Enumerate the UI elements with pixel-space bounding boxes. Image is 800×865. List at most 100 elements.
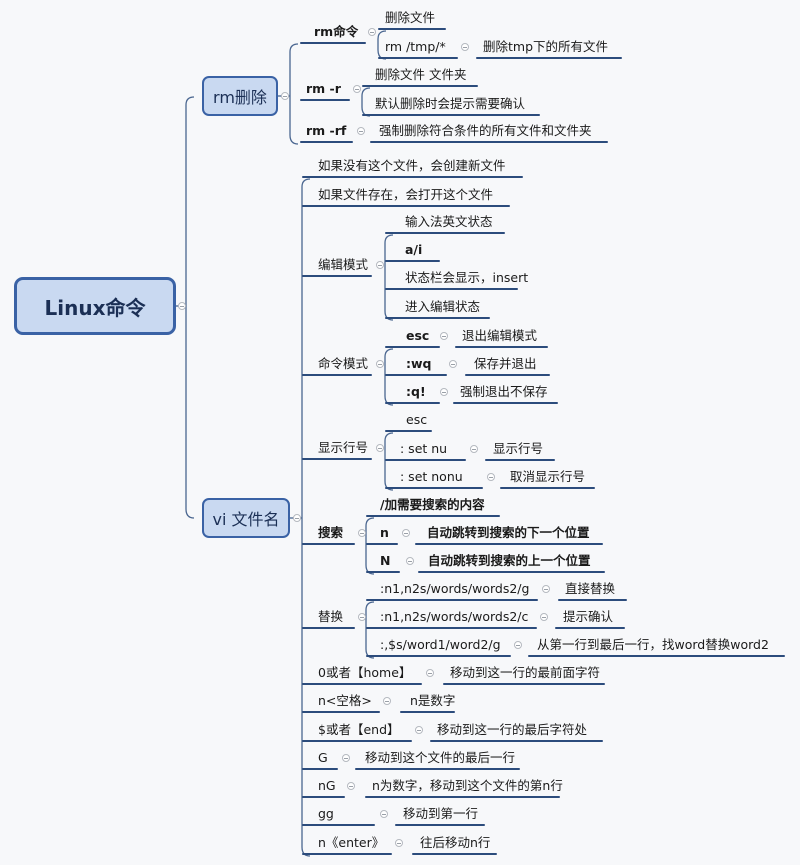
node-vi-lineno-nu-desc[interactable]: 显示行号 <box>493 441 544 456</box>
node-vi-end-desc[interactable]: 移动到这一行的最后字符处 <box>437 722 588 737</box>
node-underline <box>302 853 392 855</box>
node-vi-lineno-esc[interactable]: esc <box>406 412 428 427</box>
node-vi-enter-desc[interactable]: 往后移动n行 <box>420 835 491 850</box>
node-vi-replace-c-desc[interactable]: 提示确认 <box>563 609 614 624</box>
collapse-icon[interactable] <box>406 557 414 565</box>
node-underline <box>302 275 372 277</box>
collapse-icon[interactable] <box>380 810 388 818</box>
collapse-icon[interactable] <box>358 613 366 621</box>
node-vi-replace-g-desc[interactable]: 直接替换 <box>565 581 616 596</box>
node-vi-command-q-desc[interactable]: 强制退出不保存 <box>460 384 548 399</box>
node-rm-r-b[interactable]: 默认删除时会提示需要确认 <box>375 96 526 111</box>
collapse-icon[interactable] <box>281 92 289 100</box>
node-vi-replace-label[interactable]: 替换 <box>318 609 344 624</box>
node-vi-lineno-label[interactable]: 显示行号 <box>318 440 369 455</box>
node-vi-lineno-nonu[interactable]: : set nonu <box>400 469 463 484</box>
node-rm-rf-label[interactable]: rm -rf <box>306 123 347 138</box>
node-vi-open[interactable]: 如果文件存在，会打开这个文件 <box>318 187 494 202</box>
node-underline <box>378 28 446 30</box>
collapse-icon[interactable] <box>540 613 548 621</box>
node-rm-rf-desc[interactable]: 强制删除符合条件的所有文件和文件夹 <box>379 123 592 138</box>
collapse-icon[interactable] <box>342 754 350 762</box>
collapse-icon[interactable] <box>542 585 550 593</box>
collapse-icon[interactable] <box>368 28 376 36</box>
node-vi-edit-a[interactable]: 输入法英文状态 <box>405 214 493 229</box>
node-vi-edit-c[interactable]: 状态栏会显示，insert <box>405 270 529 285</box>
collapse-icon[interactable] <box>376 360 384 368</box>
vi-filename-node[interactable]: vi 文件名 <box>202 498 290 538</box>
node-vi-edit-label[interactable]: 编辑模式 <box>318 257 369 272</box>
collapse-icon[interactable] <box>440 332 448 340</box>
collapse-icon[interactable] <box>293 514 301 522</box>
collapse-icon[interactable] <box>178 302 186 310</box>
node-vi-replace-c[interactable]: :n1,n2s/words/words2/c <box>380 609 529 624</box>
node-underline <box>395 824 485 826</box>
node-rm-cmd-tmp[interactable]: rm /tmp/* <box>385 39 446 54</box>
node-vi-search-n-desc[interactable]: 自动跳转到搜索的下一个位置 <box>427 525 590 540</box>
collapse-icon[interactable] <box>358 529 366 537</box>
node-underline <box>385 402 440 404</box>
branch-connector <box>365 517 375 575</box>
node-vi-lineno-nonu-desc[interactable]: 取消显示行号 <box>510 469 586 484</box>
node-vi-command-esc-desc[interactable]: 退出编辑模式 <box>462 328 538 343</box>
node-underline <box>365 796 560 798</box>
node-vi-space-desc[interactable]: n是数字 <box>410 693 456 708</box>
node-vi-replace-all-desc[interactable]: 从第一行到最后一行，找word替换word2 <box>537 637 769 652</box>
node-underline <box>443 683 605 685</box>
node-vi-ng-desc[interactable]: n为数字，移动到这个文件的第n行 <box>372 778 563 793</box>
node-vi-home[interactable]: 0或者【home】 <box>318 665 412 680</box>
collapse-icon[interactable] <box>376 261 384 269</box>
node-vi-replace-all[interactable]: :,$s/word1/word2/g <box>380 637 501 652</box>
node-vi-g[interactable]: G <box>318 750 328 765</box>
node-vi-space[interactable]: n<空格> <box>318 693 372 708</box>
node-underline <box>412 853 497 855</box>
collapse-icon[interactable] <box>415 726 423 734</box>
node-vi-replace-g[interactable]: :n1,n2s/words/words2/g <box>380 581 530 596</box>
node-rm-cmd-del-file[interactable]: 删除文件 <box>385 10 436 25</box>
collapse-icon[interactable] <box>353 85 361 93</box>
node-vi-command-q[interactable]: :q! <box>406 384 426 399</box>
node-vi-ng[interactable]: nG <box>318 778 336 793</box>
node-vi-search-a[interactable]: /加需要搜索的内容 <box>380 497 485 512</box>
node-vi-search-n-desc[interactable]: 自动跳转到搜索的上一个位置 <box>428 553 591 568</box>
node-vi-end[interactable]: $或者【end】 <box>318 722 400 737</box>
collapse-icon[interactable] <box>357 127 365 135</box>
collapse-icon[interactable] <box>449 360 457 368</box>
node-vi-gg-desc[interactable]: 移动到第一行 <box>403 806 479 821</box>
node-vi-home-desc[interactable]: 移动到这一行的最前面字符 <box>450 665 601 680</box>
node-vi-edit-b[interactable]: a/i <box>405 242 423 257</box>
collapse-icon[interactable] <box>514 641 522 649</box>
node-vi-search-n[interactable]: n <box>380 525 389 540</box>
node-rm-cmd-tmp-desc[interactable]: 删除tmp下的所有文件 <box>483 39 609 54</box>
collapse-icon[interactable] <box>402 529 410 537</box>
collapse-icon[interactable] <box>440 388 448 396</box>
node-vi-lineno-nu[interactable]: : set nu <box>400 441 448 456</box>
node-vi-search-n[interactable]: N <box>380 553 391 568</box>
collapse-icon[interactable] <box>461 43 469 51</box>
node-vi-enter[interactable]: n《enter》 <box>318 835 385 850</box>
node-rm-r-a[interactable]: 删除文件 文件夹 <box>375 67 467 82</box>
root-node[interactable]: Linux命令 <box>14 277 176 335</box>
node-underline <box>385 317 490 319</box>
node-vi-gg[interactable]: gg <box>318 806 334 821</box>
rm-delete-node[interactable]: rm删除 <box>202 76 278 116</box>
node-vi-edit-d[interactable]: 进入编辑状态 <box>405 299 481 314</box>
node-underline <box>418 571 605 573</box>
node-rm-cmd-label[interactable]: rm命令 <box>314 24 359 39</box>
collapse-icon[interactable] <box>487 473 495 481</box>
node-vi-create[interactable]: 如果没有这个文件，会创建新文件 <box>318 158 506 173</box>
collapse-icon[interactable] <box>376 444 384 452</box>
node-vi-command-wq[interactable]: :wq <box>406 356 432 371</box>
node-vi-command-esc[interactable]: esc <box>406 328 430 343</box>
node-vi-command-wq-desc[interactable]: 保存并退出 <box>474 356 537 371</box>
collapse-icon[interactable] <box>395 839 403 847</box>
node-rm-r-label[interactable]: rm -r <box>306 81 341 96</box>
collapse-icon[interactable] <box>383 697 391 705</box>
node-vi-search-label[interactable]: 搜索 <box>318 525 344 540</box>
collapse-icon[interactable] <box>347 782 355 790</box>
collapse-icon[interactable] <box>470 445 478 453</box>
collapse-icon[interactable] <box>426 669 434 677</box>
node-vi-g-desc[interactable]: 移动到这个文件的最后一行 <box>365 750 516 765</box>
branch-connector <box>289 43 299 145</box>
node-vi-command-label[interactable]: 命令模式 <box>318 356 369 371</box>
